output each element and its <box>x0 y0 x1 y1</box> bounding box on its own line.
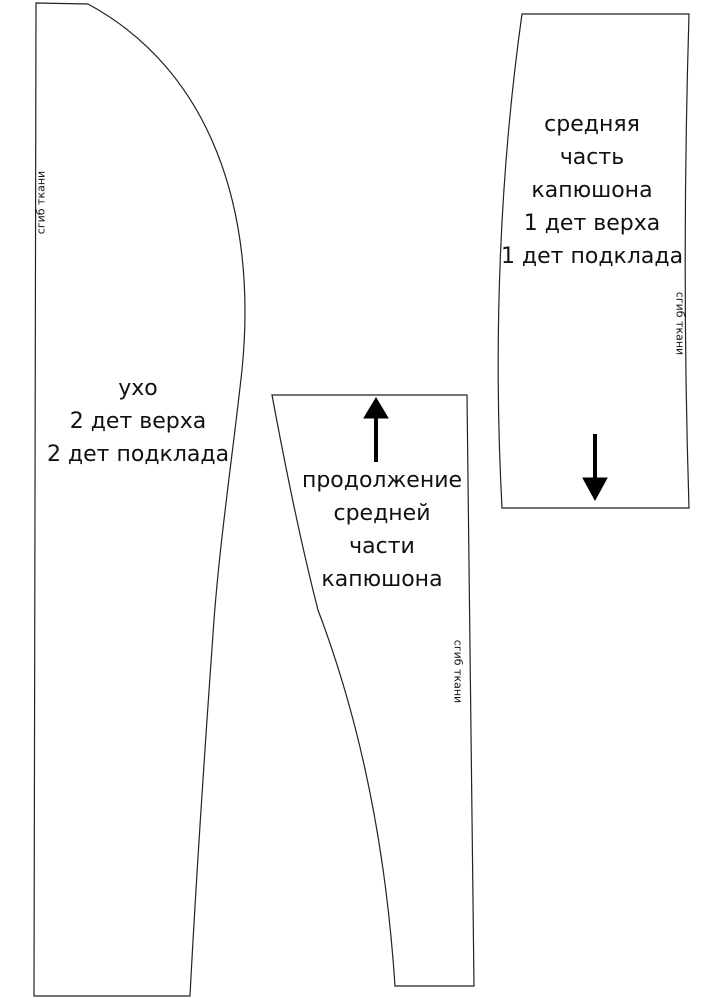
hood-middle-fold-label: сгиб ткани <box>673 291 687 356</box>
ear-label: ухо 2 дет верха 2 дет подклада <box>38 372 238 471</box>
hood-continuation-label-line: части <box>349 534 415 559</box>
hood-continuation-label-line: продолжение <box>301 468 463 493</box>
hood-continuation-piece-outline <box>271 394 475 987</box>
ear-label-line: 2 дет подклада <box>46 442 230 467</box>
hood-continuation-label: продолжение средней части капюшона <box>282 464 482 596</box>
hood-middle-label: средняя часть капюшона 1 дет верха 1 дет… <box>492 108 692 273</box>
arrow-down-icon <box>582 434 608 502</box>
hood-continuation-label-line: средней <box>333 501 431 526</box>
hood-middle-label-line: средняя <box>544 112 640 137</box>
arrow-down-head <box>582 477 608 502</box>
ear-piece-outline <box>33 2 246 997</box>
hood-middle-label-line: часть <box>559 145 625 170</box>
arrow-up-head <box>363 397 389 419</box>
hood-middle-piece-outline <box>497 13 690 509</box>
hood-middle-label-line: 1 дет верха <box>523 211 661 236</box>
arrow-up-icon <box>363 397 389 462</box>
ear-label-line: 2 дет верха <box>69 409 207 434</box>
hood-middle-label-line: капюшона <box>531 178 653 203</box>
hood-continuation-label-line: капюшона <box>321 567 443 592</box>
hood-middle-label-line: 1 дет подклада <box>500 244 684 269</box>
ear-fold-label: сгиб ткани <box>34 170 48 235</box>
ear-label-line: ухо <box>118 376 158 401</box>
hood-continuation-fold-label: сгиб ткани <box>451 639 465 704</box>
